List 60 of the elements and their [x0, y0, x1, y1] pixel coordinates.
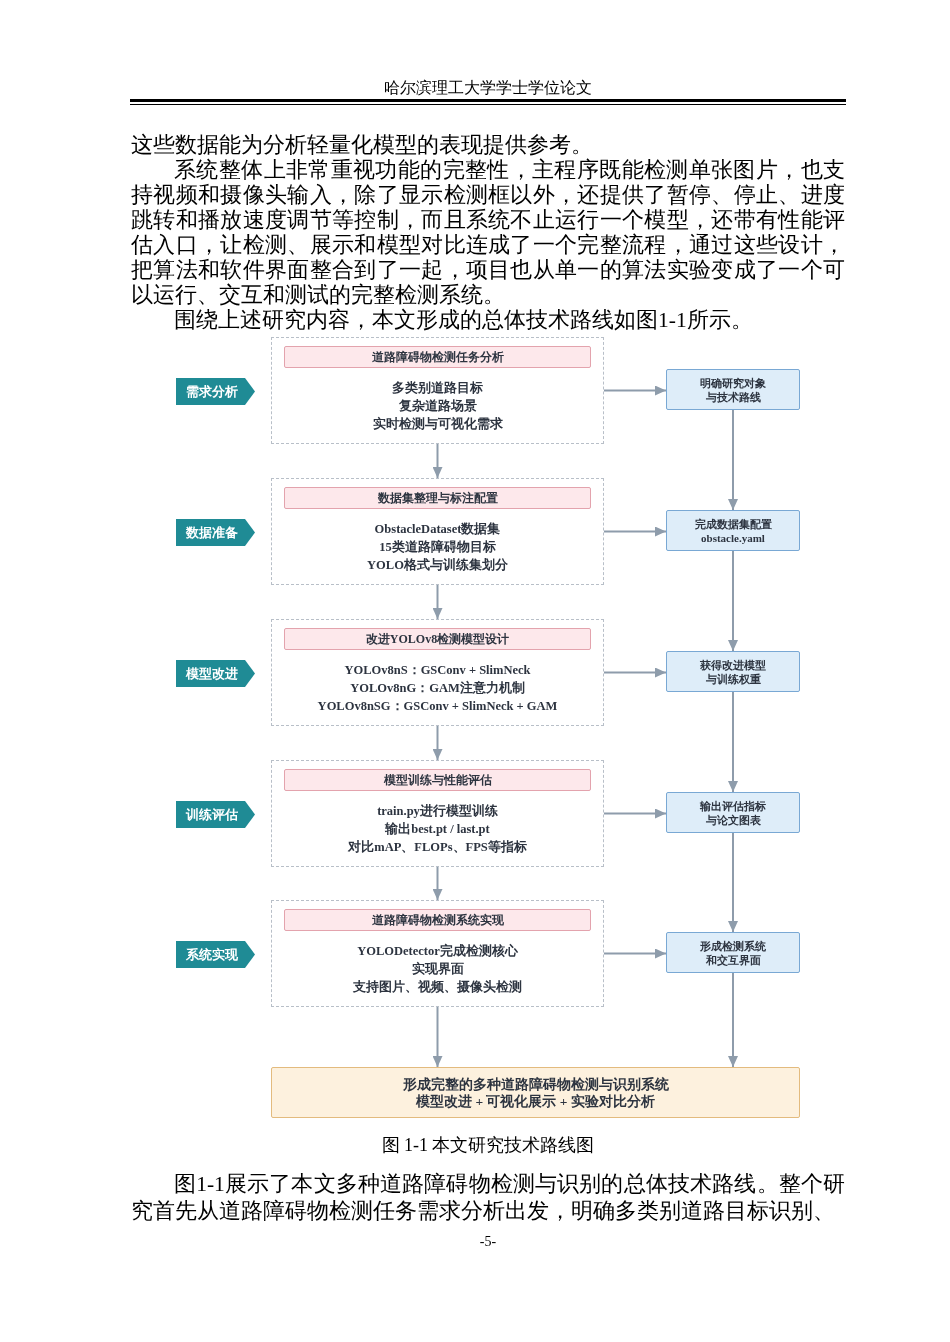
stage-title-box: 数据集整理与标注配置 — [284, 487, 591, 509]
stage-detail-text: 复杂道路场景 — [398, 398, 477, 415]
stage-tag: 数据准备 — [176, 519, 255, 546]
stage-detail-text: YOLOv8nG：GAM注意力机制 — [350, 680, 525, 697]
arrow — [603, 667, 667, 678]
stage-detail-text: train.py进行模型训练 — [377, 803, 498, 820]
dashed-stage-box — [271, 478, 604, 585]
stage-detail-text: YOLODetector完成检测核心 — [357, 942, 518, 960]
body-paragraph: 这些数据能为分析轻量化模型的表现提供参考。 — [131, 133, 594, 158]
arrow — [432, 1006, 443, 1068]
stage-detail-text: 多类别道路目标 — [392, 380, 483, 397]
stage-title-box: 道路障碍物检测系统实现 — [284, 909, 591, 931]
arrow — [603, 385, 667, 396]
stage-detail-text: 输出best.pt / last.pt — [385, 821, 490, 838]
arrow — [603, 808, 667, 819]
arrow — [728, 972, 738, 1068]
stage-detail-text: ObstacleDataset数据集 — [374, 521, 501, 538]
stage-tag: 需求分析 — [176, 378, 255, 405]
arrow — [603, 948, 667, 959]
dashed-stage-box — [271, 337, 604, 444]
stage-title-box: 改进YOLOv8检测模型设计 — [284, 628, 591, 650]
figure-caption: 图 1-1 本文研究技术路线图 — [381, 1135, 595, 1155]
stage-detail-text: 15类道路障碍物目标 — [379, 539, 496, 556]
stage-detail-text: 对比mAP、FLOPs、FPS等指标 — [348, 839, 527, 856]
running-header: 哈尔滨理工大学学士学位论文 — [384, 79, 592, 96]
arrow — [728, 409, 738, 511]
stage-detail-text: YOLOv8nSG：GSConv + SlimNeck + GAM — [317, 698, 558, 715]
final-result-text: 模型改进 + 可视化展示 + 实验对比分析 — [416, 1092, 655, 1110]
arrow — [432, 725, 443, 761]
arrow — [728, 550, 738, 652]
arrow — [603, 526, 667, 537]
final-result-box — [271, 1067, 800, 1118]
body-paragraph: 系统整体上非常重视功能的完整性，主程序既能检测单张图片，也支持视频和摄像头输入，除了显示检测框以外，还提供了暂停、停止、进度跳转和播放速度调节等控制，而且系统不止运行一个模型，还带有性能评估入口，让检测、展示和模型对比连成了一个完整流程，通过这些设计，把算法和软件界面整合到了一起，项目也从单一的算法实验变成了一个可以运行、交互和测试的完整检测系统。 — [131, 158, 845, 308]
dashed-stage-box — [271, 760, 604, 867]
arrow — [432, 866, 443, 901]
stage-tag: 训练评估 — [176, 801, 255, 828]
result-box: 完成数据集配置 obstacle.yaml — [666, 510, 800, 551]
body-paragraph: 图1-1展示了本文多种道路障碍物检测与识别的总体技术路线。整个研究首先从道路障碍物检测任务需求分析出发，明确多类别道路目标识别、 — [131, 1171, 845, 1225]
dashed-stage-box — [271, 900, 604, 1007]
final-result-text: 形成完整的多种道路障碍物检测与识别系统 — [402, 1075, 669, 1093]
result-box: 获得改进模型与训练权重 — [666, 651, 800, 692]
body-paragraph: 围绕上述研究内容，本文形成的总体技术路线如图1-1所示。 — [173, 308, 754, 333]
stage-tag: 模型改进 — [176, 660, 255, 687]
arrow — [728, 691, 738, 793]
stage-title-box: 道路障碍物检测任务分析 — [284, 346, 591, 368]
result-box: 明确研究对象与技术路线 — [666, 369, 800, 410]
arrow — [432, 443, 443, 479]
stage-detail-text: 实现界面 — [411, 961, 464, 978]
dashed-stage-box — [271, 619, 604, 726]
stage-detail-text: 支持图片、视频、摄像头检测 — [353, 979, 522, 996]
arrow — [432, 584, 443, 620]
result-box: 形成检测系统和交互界面 — [666, 932, 800, 973]
stage-tag: 系统实现 — [176, 941, 255, 968]
page-number: -5- — [479, 1234, 497, 1249]
stage-title-box: 模型训练与性能评估 — [284, 769, 591, 791]
stage-detail-text: YOLO格式与训练集划分 — [367, 557, 508, 574]
arrow — [728, 832, 738, 933]
stage-detail-text: 实时检测与可视化需求 — [372, 416, 503, 433]
result-box: 输出评估指标与论文图表 — [666, 792, 800, 833]
stage-detail-text: YOLOv8nS：GSConv + SlimNeck — [344, 662, 531, 679]
